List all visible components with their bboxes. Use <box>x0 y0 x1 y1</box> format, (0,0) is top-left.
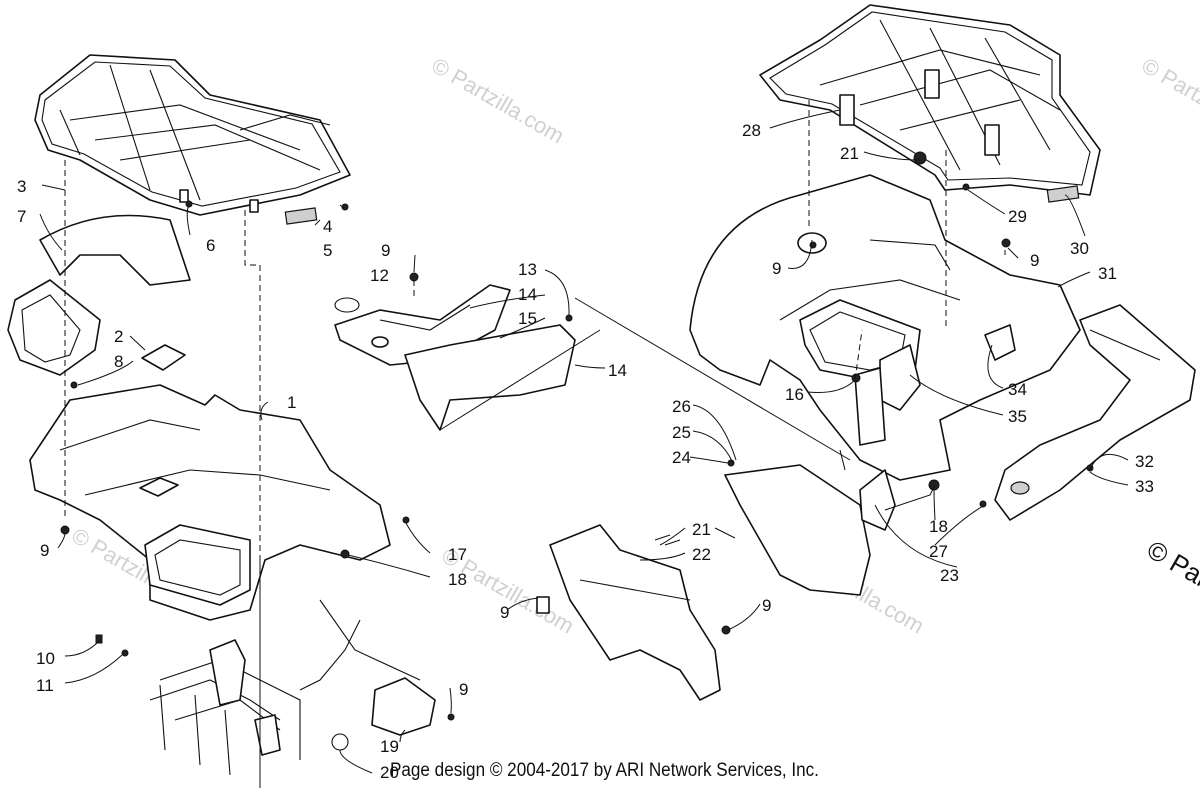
rear-rack <box>759 4 1101 196</box>
callout-17: 17 <box>448 545 467 564</box>
callout-6: 6 <box>206 236 215 255</box>
callout-10: 10 <box>36 649 55 668</box>
frame-section <box>149 599 436 776</box>
copyright-credit: Page design © 2004-2017 by ARI Network S… <box>390 760 819 781</box>
callout-13: 13 <box>518 260 537 279</box>
rear-fender-right <box>994 304 1196 521</box>
callout-29: 29 <box>1008 207 1027 226</box>
callout-9: 9 <box>1030 251 1039 270</box>
front-fender-left <box>39 214 191 286</box>
callout-18: 18 <box>448 570 467 589</box>
small-bracket <box>371 677 436 736</box>
callout-9: 9 <box>40 541 49 560</box>
callout-4: 4 <box>323 217 332 236</box>
rear-body-panel <box>689 174 1081 481</box>
front-light-housing <box>7 279 101 376</box>
callout-7: 7 <box>17 207 26 226</box>
callout-22: 22 <box>692 545 711 564</box>
callout-9: 9 <box>459 680 468 699</box>
callout-34: 34 <box>1008 380 1027 399</box>
callout-28: 28 <box>742 121 761 140</box>
callout-12: 12 <box>370 266 389 285</box>
callout-labels: 1 2 3 4 5 6 7 8 9 9 9 9 9 9 9 9 10 11 12… <box>17 121 1154 782</box>
front-rack <box>34 54 351 216</box>
callout-8: 8 <box>114 352 123 371</box>
callout-30: 30 <box>1070 239 1089 258</box>
callout-3: 3 <box>17 177 26 196</box>
callout-23: 23 <box>940 566 959 585</box>
callout-1: 1 <box>287 393 296 412</box>
rear-mudflap-left <box>549 524 721 701</box>
rear-inner-flap <box>859 469 896 531</box>
callout-33: 33 <box>1135 477 1154 496</box>
callout-14: 14 <box>608 361 627 380</box>
callout-11: 11 <box>36 676 54 695</box>
watermark-edge: © Par <box>1142 534 1200 594</box>
center-panel-right <box>404 324 576 431</box>
front-body-panel <box>29 384 391 621</box>
callout-21: 21 <box>692 520 711 539</box>
callout-9: 9 <box>762 596 771 615</box>
callout-27: 27 <box>929 542 948 561</box>
callout-26: 26 <box>672 397 691 416</box>
watermark: © Partzilla.com <box>1138 53 1200 149</box>
callout-18: 18 <box>929 517 948 536</box>
callout-2: 2 <box>114 327 123 346</box>
callout-15: 15 <box>518 309 537 328</box>
callout-25: 25 <box>672 423 691 442</box>
callout-31: 31 <box>1098 264 1117 283</box>
callout-35: 35 <box>1008 407 1027 426</box>
callout-5: 5 <box>323 241 332 260</box>
callout-21: 21 <box>840 144 859 163</box>
callout-19: 19 <box>380 737 399 756</box>
callout-20: 20 <box>380 763 399 782</box>
callout-9: 9 <box>381 241 390 260</box>
watermark: © Partzilla.com <box>428 53 569 149</box>
callout-9: 9 <box>772 259 781 278</box>
callout-32: 32 <box>1135 452 1154 471</box>
rear-mudflap-right <box>724 464 871 596</box>
rear-bracket <box>854 367 886 446</box>
leader-lines <box>39 109 1129 774</box>
alignment-lines <box>64 100 1006 788</box>
callout-9: 9 <box>500 603 509 622</box>
callout-16: 16 <box>785 385 804 404</box>
callout-24: 24 <box>672 448 691 467</box>
callout-14: 14 <box>518 285 537 304</box>
decal-plate <box>141 344 186 371</box>
